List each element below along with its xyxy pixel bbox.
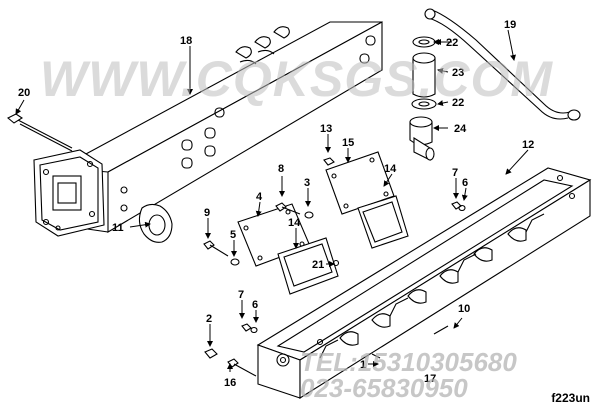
- callout-13: 13: [320, 123, 332, 135]
- long-bolt: [7, 113, 73, 152]
- callout-14-lower: 14: [288, 217, 301, 229]
- callout-11: 11: [112, 222, 124, 234]
- callout-7-upper: 7: [452, 167, 458, 179]
- callout-labels: 18 20 11 19 22 23 22 24 12 13 15 14 8 3 …: [18, 19, 534, 389]
- callout-19: 19: [504, 19, 516, 31]
- callout-18: 18: [180, 35, 192, 47]
- callout-1: 1: [360, 359, 366, 371]
- callout-6-lower: 6: [252, 299, 258, 311]
- gasket-small: [138, 203, 173, 243]
- callout-12: 12: [522, 139, 534, 151]
- upper-manifold: [33, 21, 383, 237]
- callout-14-upper: 14: [384, 163, 397, 175]
- fitting-stack: [409, 36, 437, 161]
- small-hardware: [203, 157, 466, 377]
- callout-24: 24: [454, 123, 467, 135]
- callout-16: 16: [224, 377, 236, 389]
- callout-10: 10: [458, 303, 470, 315]
- callout-17: 17: [424, 373, 436, 385]
- callout-4: 4: [256, 191, 263, 203]
- callout-2: 2: [206, 313, 212, 325]
- figure-code: f223un: [549, 391, 592, 405]
- callout-8: 8: [278, 163, 284, 175]
- callout-7-lower: 7: [238, 289, 244, 301]
- callout-23: 23: [452, 67, 464, 79]
- callout-6-upper: 6: [462, 177, 468, 189]
- vent-tube: [424, 8, 581, 121]
- callout-9: 9: [204, 207, 210, 219]
- callout-22-lower: 22: [452, 97, 464, 109]
- covers-and-gaskets: [237, 151, 409, 295]
- exhaust-manifold: [256, 167, 592, 399]
- callout-5: 5: [230, 229, 236, 241]
- leader-lines: [15, 29, 529, 372]
- callout-22-upper: 22: [446, 37, 458, 49]
- callout-20: 20: [18, 87, 30, 99]
- callout-21: 21: [312, 259, 324, 271]
- callout-15: 15: [342, 137, 354, 149]
- callout-3: 3: [304, 177, 310, 189]
